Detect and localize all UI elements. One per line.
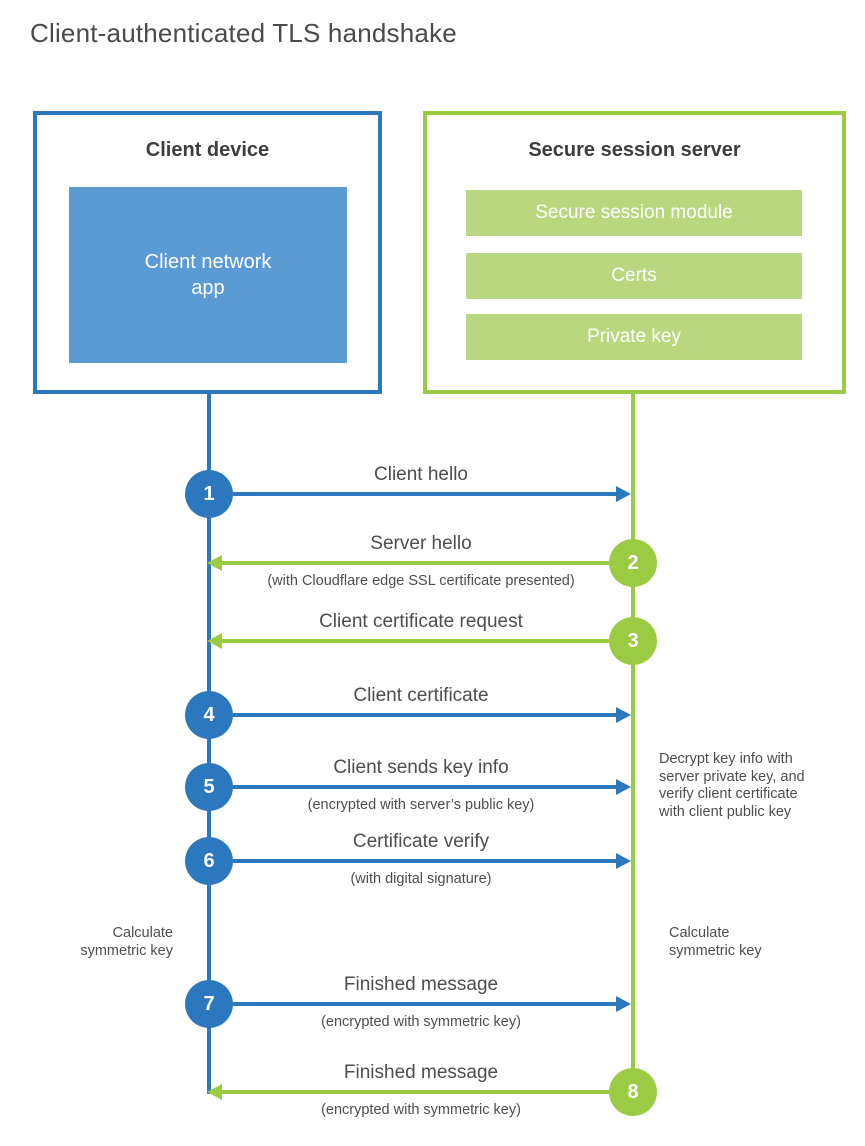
- step-5-label: Client sends key info: [333, 757, 509, 778]
- step-4-badge: 4: [185, 691, 233, 739]
- step-6-arrowhead-icon: [616, 853, 631, 869]
- client-calculate-note: Calculate symmetric key: [80, 925, 173, 959]
- server-module-secure-session: Secure session module: [466, 190, 802, 236]
- step-8-arrowhead-icon: [207, 1084, 222, 1100]
- step-1-arrow-shaft: [233, 492, 616, 496]
- step-8-badge: 8: [609, 1068, 657, 1116]
- step-8-number: 8: [627, 1080, 639, 1103]
- step-5-arrowhead-icon: [616, 779, 631, 795]
- secure-session-server-title: Secure session server: [528, 139, 741, 161]
- server-module-certs: Certs: [466, 253, 802, 299]
- step-3-label: Client certificate request: [319, 611, 523, 632]
- step-7-arrowhead-icon: [616, 996, 631, 1012]
- page-title: Client-authenticated TLS handshake: [30, 18, 457, 48]
- step-4-arrow: [233, 707, 631, 723]
- step-8-label: Finished message: [343, 1062, 499, 1083]
- step-4-label: Client certificate: [353, 685, 489, 706]
- step-2-arrow-shaft: [222, 561, 609, 565]
- client-network-app-box: Client network app: [69, 187, 347, 363]
- step-1-label: Client hello: [374, 464, 468, 485]
- step-4-arrow-shaft: [233, 713, 616, 717]
- step-7-badge: 7: [185, 980, 233, 1028]
- step-6-number: 6: [203, 849, 215, 872]
- step-5-arrow-shaft: [233, 785, 616, 789]
- step-6-sublabel: (with digital signature): [350, 871, 492, 887]
- step-5-arrow: [233, 779, 631, 795]
- step-2-label: Server hello: [370, 533, 472, 554]
- step-4-arrowhead-icon: [616, 707, 631, 723]
- server-decrypt-note: Decrypt key info with server private key…: [659, 751, 805, 820]
- step-7-number: 7: [203, 992, 215, 1015]
- step-7-arrow-shaft: [233, 1002, 616, 1006]
- step-7-label: Finished message: [343, 974, 499, 995]
- step-5-number: 5: [203, 775, 215, 798]
- step-1-arrowhead-icon: [616, 486, 631, 502]
- server-calculate-note: Calculate symmetric key: [669, 925, 762, 959]
- step-3-arrowhead-icon: [207, 633, 222, 649]
- step-6-arrow: [233, 853, 631, 869]
- server-module-private-key: Private key: [466, 314, 802, 360]
- step-2-arrowhead-icon: [207, 555, 222, 571]
- step-2-number: 2: [627, 551, 639, 574]
- step-4-number: 4: [203, 703, 215, 726]
- step-2-badge: 2: [609, 539, 657, 587]
- step-5-sublabel: (encrypted with server’s public key): [307, 797, 535, 813]
- step-3-arrow: [207, 633, 609, 649]
- step-1-arrow: [233, 486, 631, 502]
- step-8-arrow-shaft: [222, 1090, 609, 1094]
- step-2-sublabel: (with Cloudflare edge SSL certificate pr…: [267, 573, 575, 589]
- step-1-badge: 1: [185, 470, 233, 518]
- step-6-badge: 6: [185, 837, 233, 885]
- step-3-arrow-shaft: [222, 639, 609, 643]
- step-8-sublabel: (encrypted with symmetric key): [321, 1102, 521, 1118]
- step-5-badge: 5: [185, 763, 233, 811]
- client-lifeline: [207, 394, 211, 1094]
- step-3-badge: 3: [609, 617, 657, 665]
- step-6-arrow-shaft: [233, 859, 616, 863]
- step-2-arrow: [207, 555, 609, 571]
- step-6-label: Certificate verify: [352, 831, 490, 852]
- step-7-arrow: [233, 996, 631, 1012]
- server-lifeline: [631, 394, 635, 1092]
- step-3-number: 3: [627, 629, 639, 652]
- step-8-arrow: [207, 1084, 609, 1100]
- step-1-number: 1: [203, 482, 215, 505]
- step-7-sublabel: (encrypted with symmetric key): [321, 1014, 521, 1030]
- client-device-title: Client device: [145, 139, 270, 161]
